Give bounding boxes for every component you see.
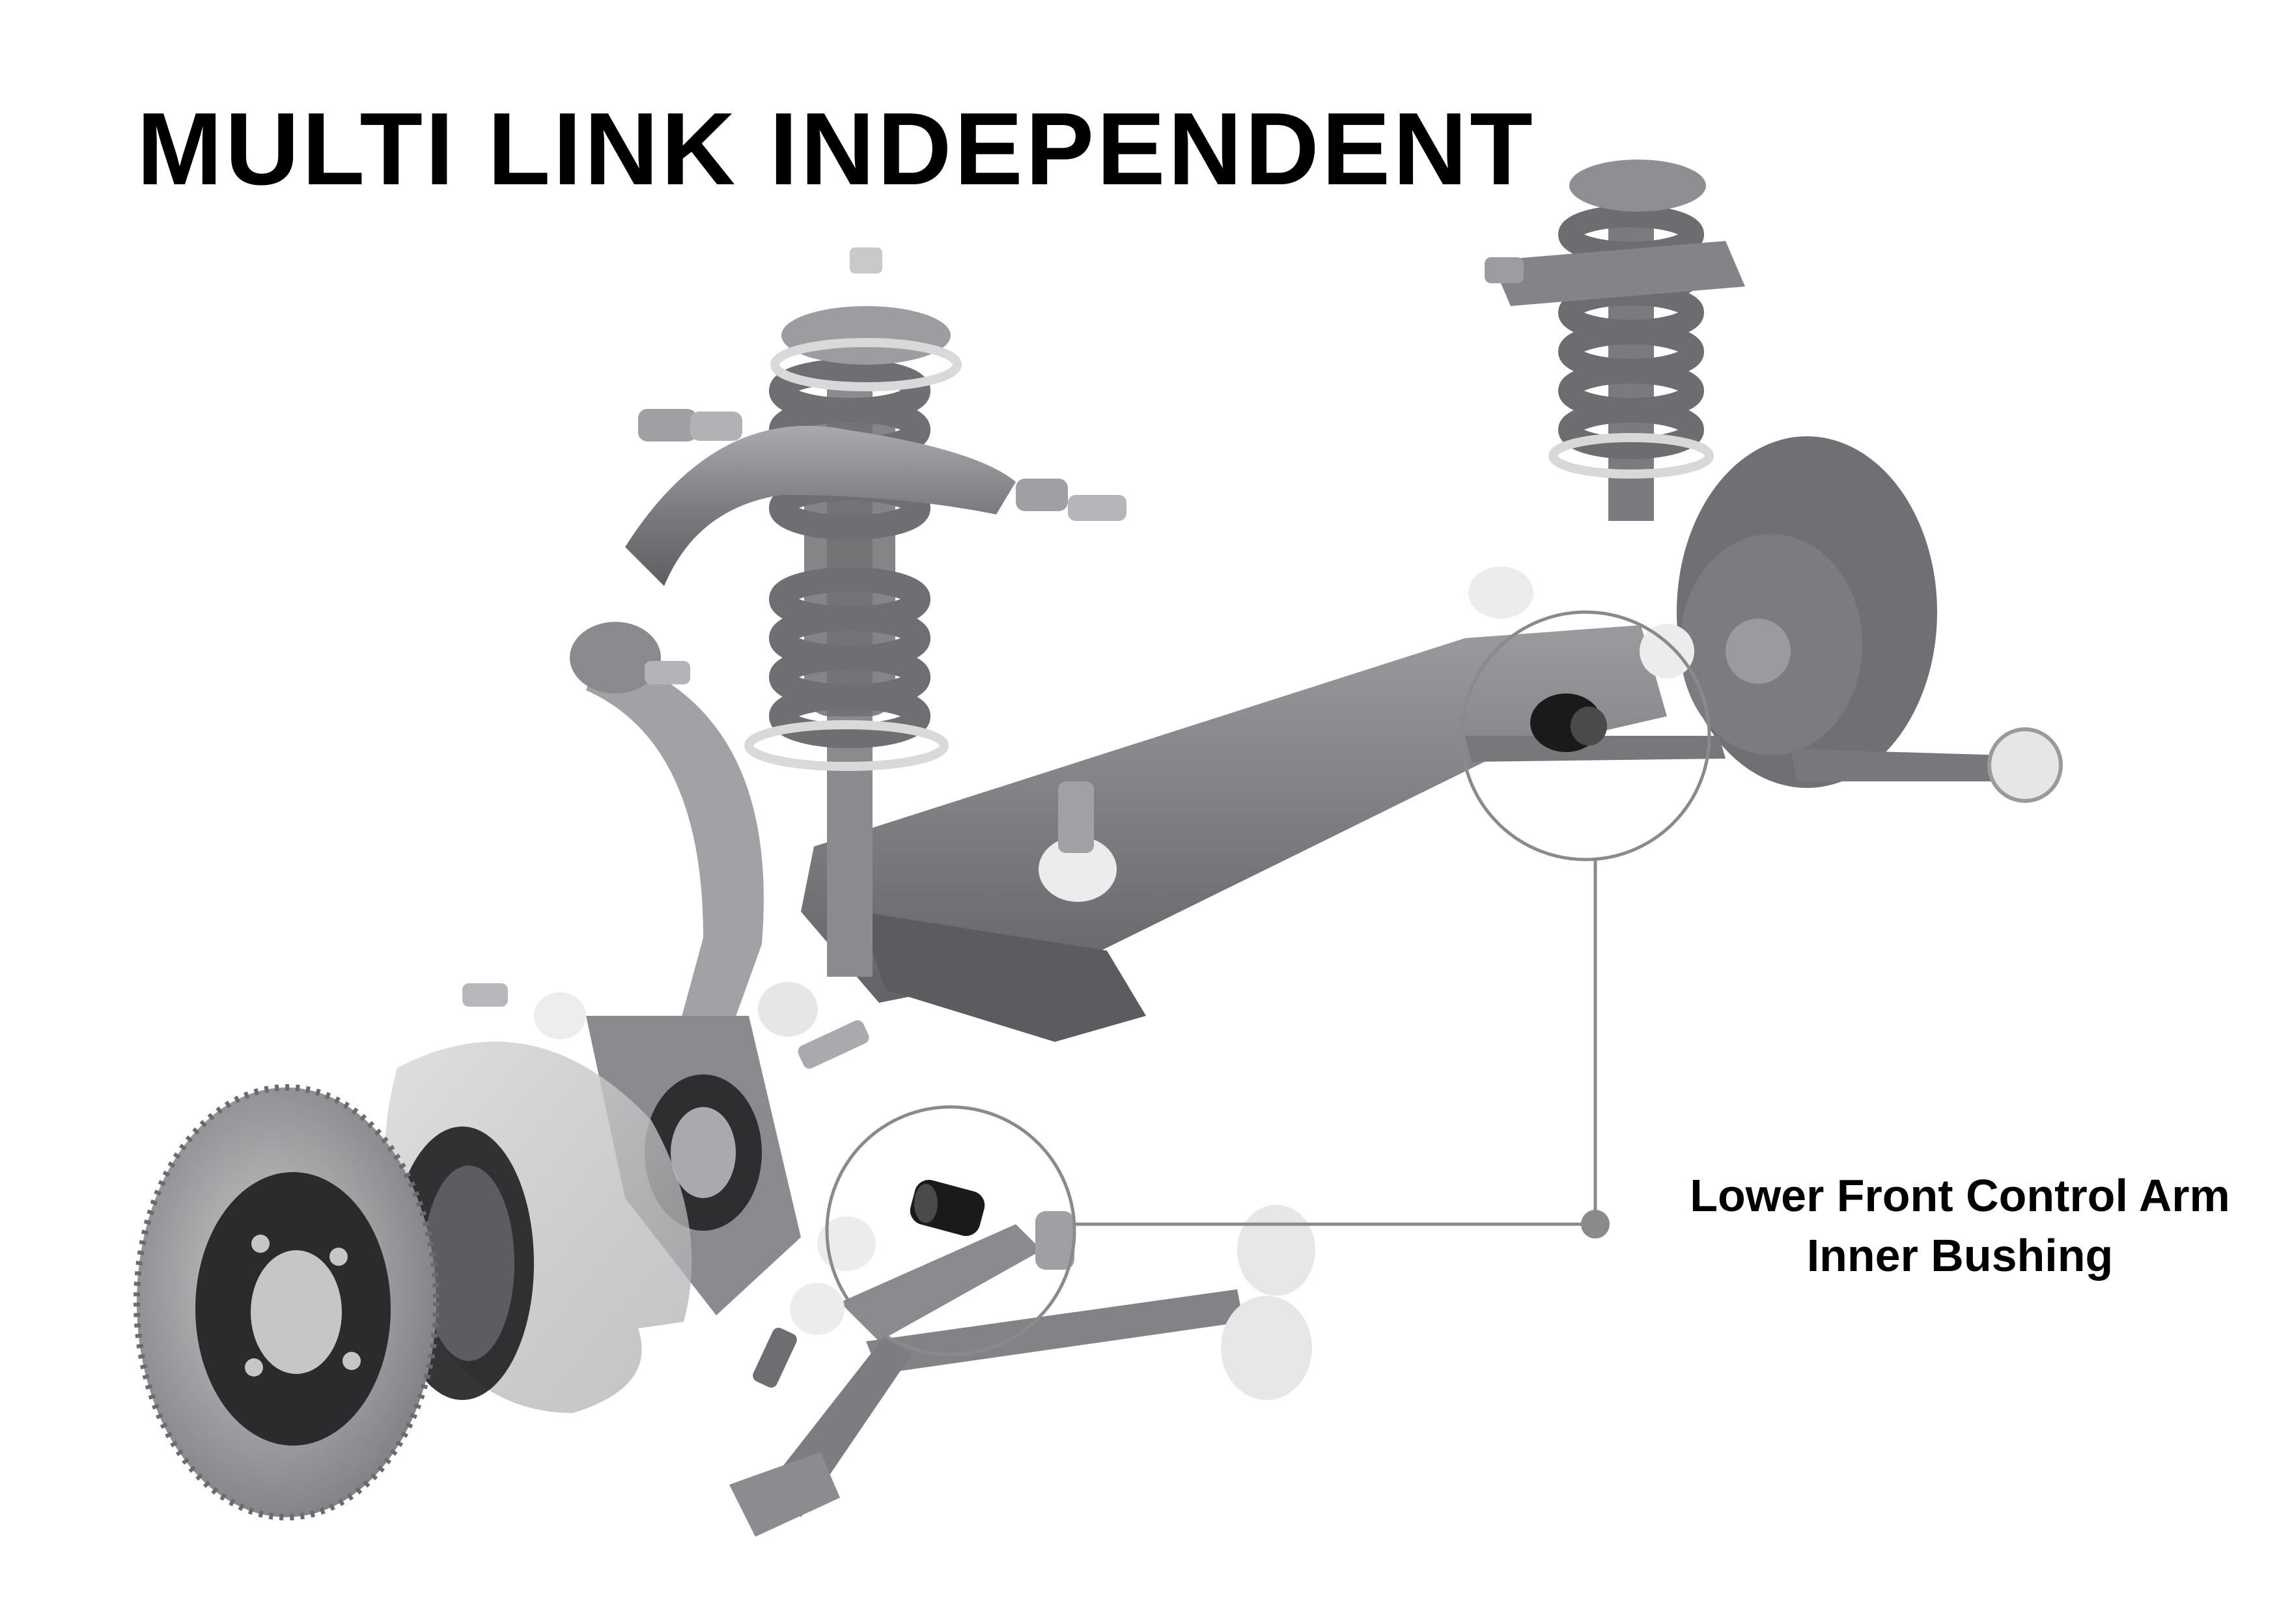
left-spring-seat-top [770,338,962,391]
callout-circle-exploded [825,1105,1076,1356]
trailing-arm-front-bushing [570,622,661,693]
right-knuckle-hub [1677,436,2063,803]
left-lower-control-arm [729,982,1315,1537]
upper-arm-bushing-front [638,409,697,441]
rotor-stud-hole [343,1352,361,1370]
lower-arm-front-link [840,1224,1042,1341]
right-spring-seat [1548,433,1714,479]
right-strut-assembly [1485,160,1745,521]
lower-arm-inner-mount [1035,1211,1074,1270]
exploded-bushing-face [914,1184,938,1223]
upper-arm-bushing-front-sleeve [690,412,742,441]
lower-arm-end-bushing [1221,1296,1312,1400]
installed-bushing-face [1571,707,1607,746]
crossmember-beam [801,625,1667,1003]
callout-label: Lower Front Control Arm Inner Bushing [1667,1166,2253,1285]
upper-arm-bushing-rear-sleeve [1068,495,1126,521]
knuckle-bolt-top [462,983,508,1007]
rotor-stud-hole [329,1248,348,1266]
right-lateral-link [1791,749,2012,781]
rotor-vent-edge [133,1084,440,1520]
rotor-stud-hole [251,1235,270,1253]
upper-arm-bushing-rear [1016,479,1068,511]
right-upper-arm [1491,241,1745,306]
trailing-arm-body [586,651,764,1107]
callout-dot [1581,1210,1610,1239]
callout-label-line1: Lower Front Control Arm [1690,1170,2230,1221]
lower-arm-knuckle-bushing-2 [790,1283,845,1335]
lateral-link-bolt [798,1020,869,1069]
callout-label-line2: Inner Bushing [1806,1230,2114,1281]
highlighted-inner-bushing-exploded [910,1179,985,1237]
knuckle-bushing-top [534,992,586,1039]
trailing-arm-front-bolt [645,661,690,684]
lower-arm-knuckle-bushing [817,1216,876,1271]
crossmember-mount-stud [1058,781,1094,853]
knuckle-bolt [753,1328,797,1388]
left-brake-rotor [133,1084,440,1520]
left-spring-seat-bottom [744,720,949,771]
crossmember-right-mount-bushing [1640,624,1694,679]
rotor-stud-hole [245,1358,263,1377]
parking-brake-backing [423,1166,514,1361]
rotor-center-bore [251,1250,342,1374]
lateral-link-bushing [758,982,818,1037]
left-top-mount [781,306,951,365]
callout-leader [1074,860,1597,1226]
right-hub-center [1726,619,1791,684]
crossmember-lower-bracket [860,912,1146,1042]
diagram-title: MULTI LINK INDEPENDENT [137,92,1535,206]
highlighted-inner-bushing-installed [1530,693,1607,752]
left-trailing-arm [570,622,764,1107]
left-upper-arm-body [625,425,1016,586]
toe-link-bracket [729,1452,840,1537]
lower-arm-outer-bushing [1237,1205,1315,1296]
left-upper-control-arm [625,409,1126,586]
crossmember-mount-bushing [1039,837,1117,902]
crossmember-rear-mount-bushing [1468,567,1533,619]
callout-circle-installed [1460,610,1711,861]
right-upper-arm-bushing [1485,257,1524,283]
knuckle-bearing-center [671,1107,736,1198]
right-lower-control-arm [1465,736,1726,762]
left-top-nut [850,247,882,273]
right-top-mount [1569,160,1706,212]
subframe-crossmember [801,567,1726,1042]
right-lateral-link-bushing [1987,727,2063,803]
